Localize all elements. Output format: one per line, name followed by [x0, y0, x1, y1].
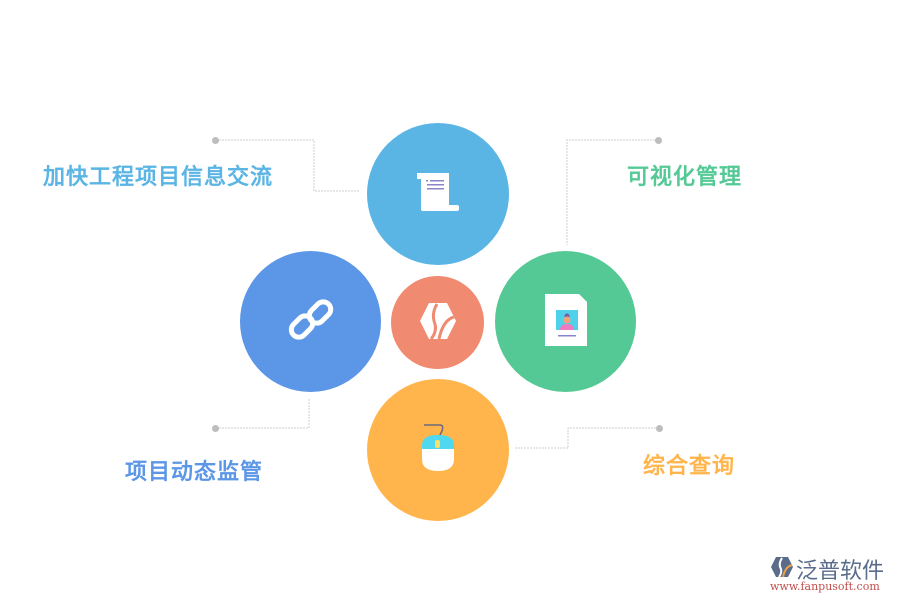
watermark-logo: 泛普软件 www.fanpusoft.com — [770, 553, 895, 598]
label-top: 加快工程项目信息交流 — [43, 165, 274, 190]
connector-dot-left — [212, 425, 219, 432]
watermark-brand: 泛普软件 — [796, 559, 885, 584]
fanpu-hexagon-logo-icon — [417, 300, 459, 346]
mouse-icon — [418, 421, 458, 479]
chain-link-icon — [284, 293, 338, 351]
node-bottom-circle — [367, 379, 509, 521]
label-right: 可视化管理 — [627, 165, 743, 190]
watermark-url: www.fanpusoft.com — [770, 580, 880, 593]
connector-dot-top — [212, 137, 219, 144]
node-right-circle — [495, 251, 636, 392]
node-left-circle — [240, 251, 381, 392]
connector-dot-bottom — [656, 425, 663, 432]
connector-dot-right — [655, 137, 662, 144]
node-top-circle — [367, 123, 509, 265]
scroll-document-icon — [413, 169, 463, 219]
center-circle — [391, 276, 484, 369]
label-bottom: 综合查询 — [643, 454, 736, 479]
label-left: 项目动态监管 — [125, 460, 264, 485]
fanpu-logo-icon — [770, 556, 794, 582]
profile-card-icon — [543, 292, 589, 352]
